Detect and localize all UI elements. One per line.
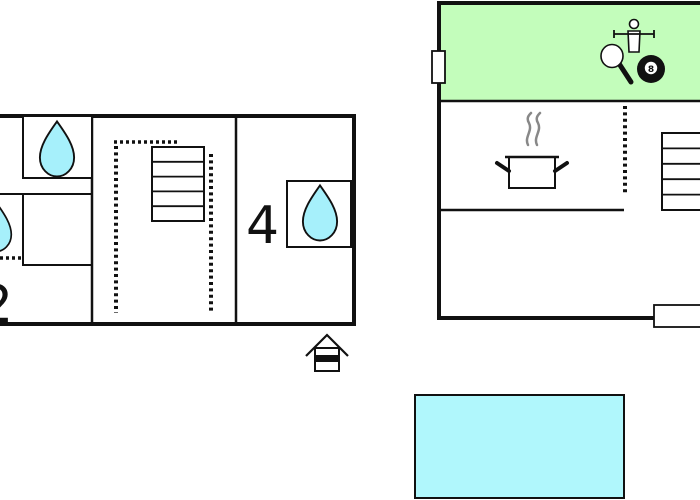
left-building: 2 4 <box>0 114 356 335</box>
billiard-ball-icon: 8 <box>637 55 665 83</box>
right-building: 8 <box>431 1 700 328</box>
window <box>653 304 700 328</box>
left-building-outer-wall <box>0 114 356 326</box>
entrance-icon <box>305 333 349 372</box>
kitchen-pot-icon <box>495 111 569 189</box>
window <box>431 50 446 84</box>
game-room <box>440 4 700 101</box>
table-football-icon <box>613 18 655 53</box>
swimming-pool <box>414 394 625 499</box>
closet-wall <box>22 194 92 266</box>
stairs-icon <box>661 132 700 211</box>
billiard-ball-number: 8 <box>648 65 654 75</box>
stairs-icon <box>151 146 205 222</box>
right-building-outer-wall <box>437 1 700 320</box>
room-number-4: 4 <box>246 196 279 256</box>
water-drop-icon <box>0 201 13 253</box>
ping-pong-icon <box>600 43 634 85</box>
room-number-2: 2 <box>0 275 13 335</box>
